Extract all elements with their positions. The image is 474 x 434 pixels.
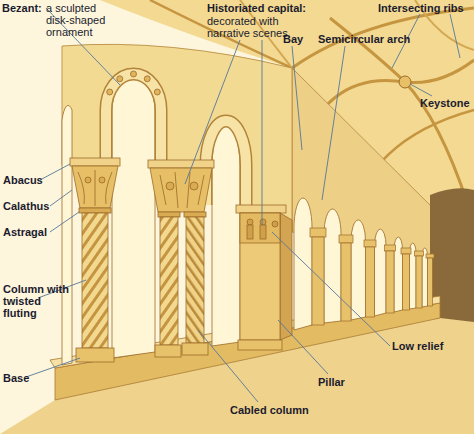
column-pair (160, 217, 178, 345)
column-pair (186, 217, 204, 343)
receding-columns (428, 258, 433, 306)
bezant-ornament (154, 89, 160, 95)
pillar (236, 205, 286, 213)
part-label: Pillar (318, 376, 345, 388)
receding-columns (339, 235, 353, 243)
pillar (272, 221, 278, 227)
receding-columns (401, 248, 411, 254)
twisted-column (85, 177, 91, 183)
leader-line (292, 46, 302, 150)
pillar (247, 219, 253, 225)
part-label: Astragal (3, 226, 47, 238)
leader-line (40, 164, 70, 180)
leader-line (322, 46, 345, 200)
bezant-ornament (107, 89, 113, 95)
receding-arcade (294, 198, 428, 330)
part-label: Semicircular arch (318, 33, 410, 45)
part-label: a sculpted disk-shaped ornament (46, 2, 112, 38)
bezant-ornament (117, 76, 123, 82)
column-pair (160, 172, 204, 208)
front-wall (112, 78, 155, 358)
pillar (280, 213, 292, 340)
leader-line (185, 40, 240, 184)
pillar (240, 213, 280, 243)
part-label: Base (3, 372, 29, 384)
column-pair (150, 168, 212, 212)
twisted-column (79, 208, 111, 213)
receding-columns (416, 256, 422, 308)
receding-columns (386, 251, 394, 313)
column-pair (166, 182, 174, 190)
pillar (260, 219, 266, 225)
leader-line (198, 330, 258, 402)
leader-line (50, 190, 72, 206)
front-wall (212, 125, 240, 346)
part-label: Keystone (420, 97, 470, 109)
front-wall (62, 105, 72, 365)
pillar (238, 340, 282, 350)
column-pair (190, 182, 198, 190)
receding-columns (310, 228, 326, 237)
receding-arcade (324, 209, 341, 323)
twisted-column (70, 158, 120, 166)
receding-columns (366, 247, 375, 317)
receding-columns (341, 243, 351, 321)
part-label: Column with twisted fluting (3, 283, 75, 319)
leader-line (26, 358, 80, 377)
part-label: Abacus (3, 174, 43, 186)
twisted-column (99, 177, 105, 183)
receding-columns (385, 245, 396, 251)
receding-columns (364, 240, 376, 247)
leader-line (272, 232, 390, 346)
part-label: Bay (283, 33, 303, 45)
part-label: Bezant: (2, 2, 42, 14)
vault (399, 76, 411, 88)
leader-line (262, 40, 263, 225)
receding-wall (292, 68, 440, 262)
twisted-column (76, 348, 114, 362)
receding-arcade (294, 198, 312, 330)
semicircular-arch (106, 74, 161, 162)
bezant-ornament (131, 71, 137, 77)
front-wall (62, 44, 292, 365)
leader-line (278, 320, 328, 374)
column-pair (182, 343, 208, 355)
twisted-column (78, 170, 112, 206)
part-label: Cabled column (230, 404, 309, 416)
pillar (240, 213, 280, 340)
column-pair (148, 160, 214, 168)
receding-columns (426, 254, 434, 258)
twisted-column (72, 166, 118, 208)
pillar (236, 205, 292, 350)
part-label: Low relief (392, 340, 443, 352)
receding-columns (310, 228, 434, 325)
bezant-ornament (144, 76, 150, 82)
column-pair (148, 160, 214, 357)
column-pair (184, 212, 206, 217)
receding-wall (292, 68, 474, 330)
part-label: Intersecting ribs (378, 2, 464, 14)
bezant-ornament (107, 71, 161, 95)
pillar (260, 225, 266, 239)
part-label: Historiated capital: (207, 2, 306, 14)
leader-line (410, 84, 432, 96)
part-label: Calathus (3, 200, 49, 212)
pillar (247, 225, 253, 239)
twisted-column (70, 158, 120, 362)
receding-columns (403, 254, 410, 310)
column-pair (158, 212, 180, 217)
front-wall (62, 44, 292, 232)
semicircular-arch (106, 74, 161, 162)
leader-line (50, 212, 79, 232)
leader-line (450, 14, 460, 58)
column-pair (155, 345, 181, 357)
receding-columns (415, 251, 424, 256)
vault (292, 8, 474, 68)
leader-line (26, 8, 460, 402)
